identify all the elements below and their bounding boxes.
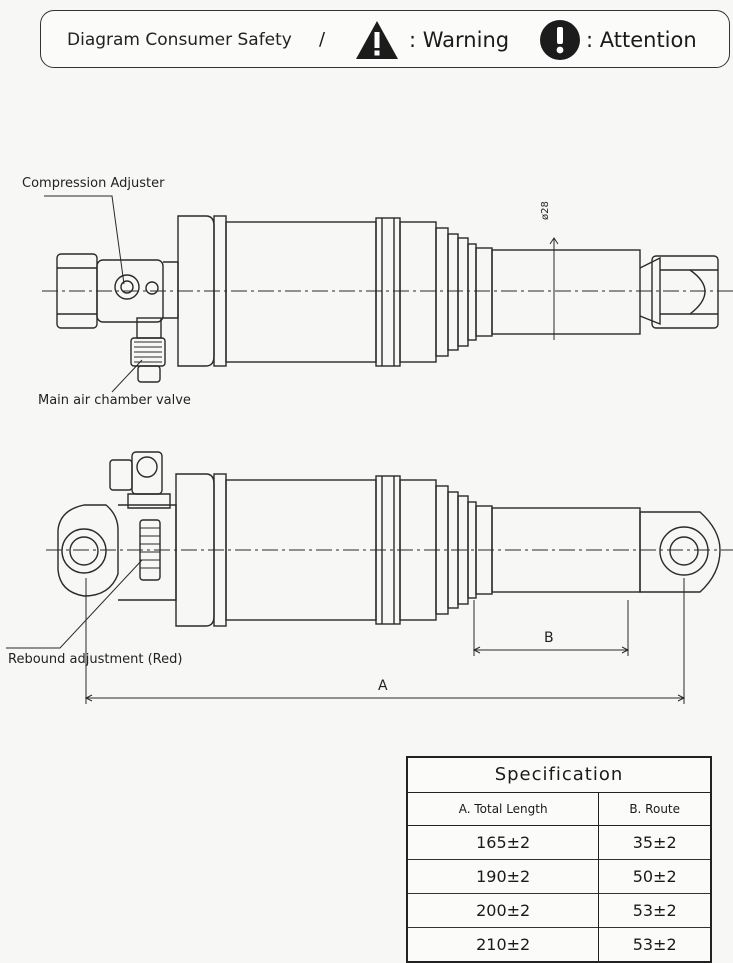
route-cell: 53±2 — [598, 927, 710, 961]
spec-header-row: A. Total Length B. Route — [408, 793, 710, 826]
bottom-view-shock — [6, 451, 733, 704]
legend-title: Diagram Consumer Safety — [67, 30, 292, 50]
exclamation-circle-icon — [540, 20, 580, 60]
column-header: B. Route — [598, 793, 710, 826]
table-row: 210±2 53±2 — [408, 927, 710, 961]
route-cell: 50±2 — [598, 859, 710, 894]
warning-label: : Warning — [409, 28, 510, 52]
main-air-chamber-valve-label: Main air chamber valve — [38, 393, 191, 408]
total-length-cell: 210±2 — [408, 927, 599, 961]
column-header: A. Total Length — [408, 793, 599, 826]
total-length-cell: 165±2 — [476, 833, 531, 852]
specification-table: Specification A. Total Length B. Route 1… — [406, 756, 712, 963]
total-length-cell: 200±2 — [408, 893, 599, 928]
route-cell: 53±2 — [598, 893, 710, 928]
table-row: 165±2 35±2 — [408, 825, 710, 860]
compression-adjuster-label: Compression Adjuster — [22, 176, 165, 191]
total-length-cell: 190±2 — [408, 859, 599, 894]
route-cell: 35±2 — [598, 825, 710, 860]
dimension-b-label: B — [544, 630, 554, 646]
legend-separator: / — [319, 29, 326, 50]
attention-label: : Attention — [586, 28, 697, 52]
spec-grid: A. Total Length B. Route 165±2 35±2 190±… — [408, 793, 710, 961]
table-row: 190±2 50±2 — [408, 859, 710, 894]
top-view-shock — [42, 195, 733, 393]
diameter-label: ø28 — [540, 201, 551, 220]
specification-title: Specification — [408, 758, 710, 793]
dimension-a-label: A — [378, 678, 388, 694]
warning-triangle-icon — [356, 21, 398, 59]
table-row: 200±2 53±2 — [408, 893, 710, 928]
shock-absorber-drawing — [6, 195, 733, 704]
safety-legend-header: Diagram Consumer Safety / : Warning : At… — [40, 10, 730, 68]
rebound-adjustment-label: Rebound adjustment (Red) — [8, 652, 183, 667]
